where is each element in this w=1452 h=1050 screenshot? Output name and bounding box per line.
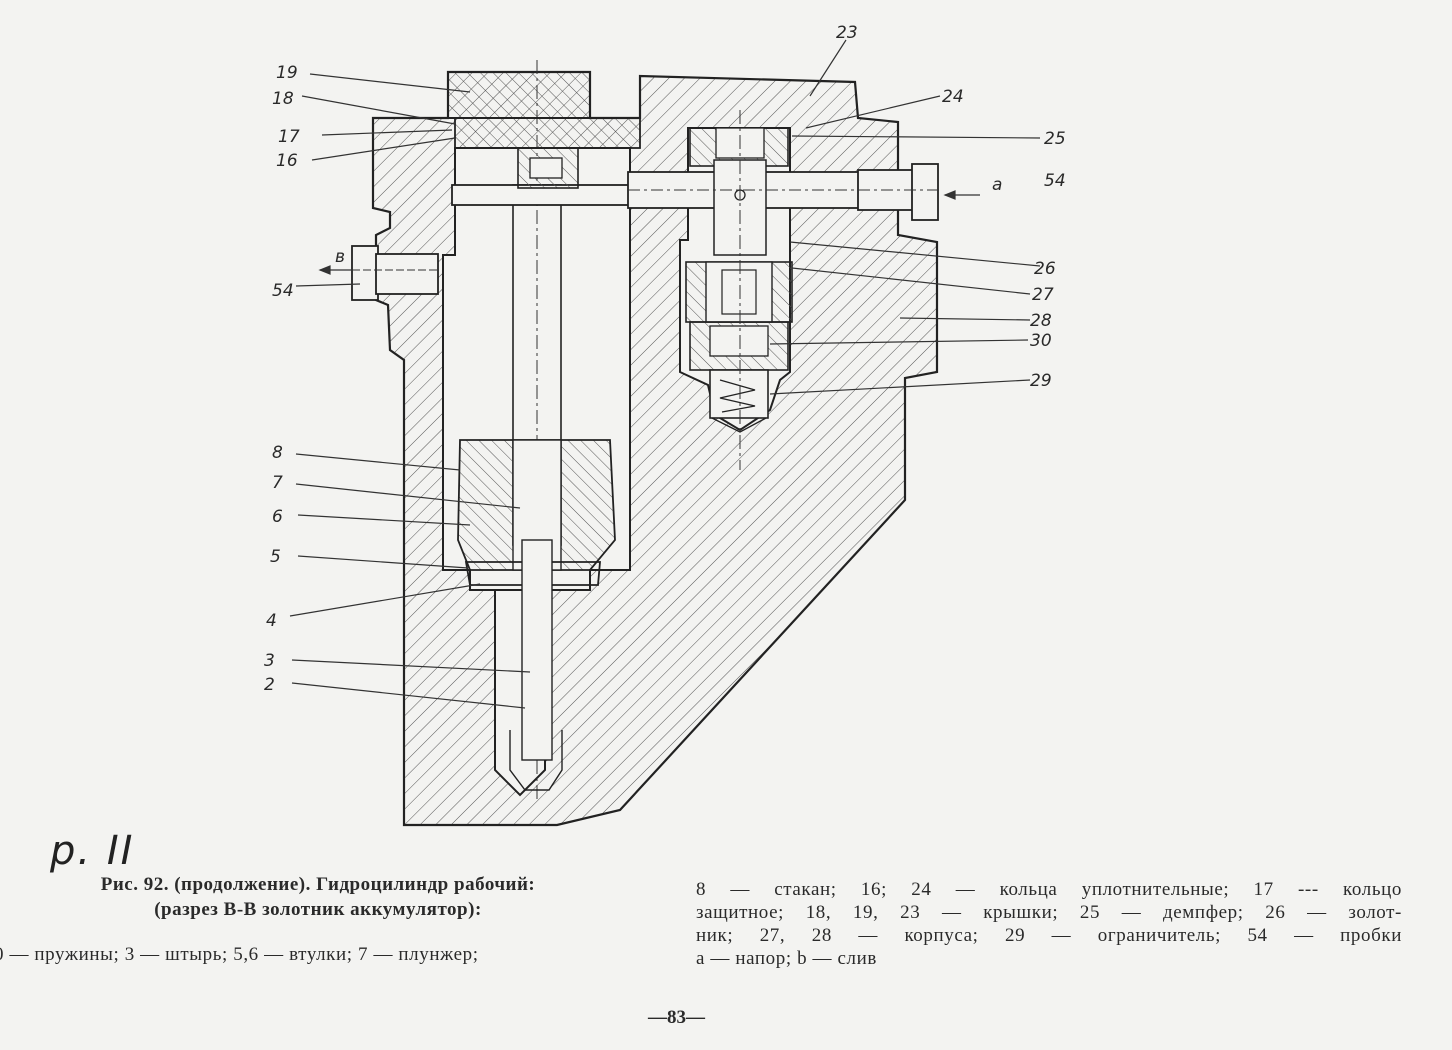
label-16: 16: [276, 151, 298, 171]
label-2: 2: [264, 675, 275, 695]
caption-legend-right: 8 — стакан; 16; 24 — кольца уплотнительн…: [696, 878, 1402, 970]
label-5: 5: [270, 547, 281, 567]
label-23: 23: [836, 23, 858, 43]
limiter: [709, 369, 769, 433]
label-26: 26: [1034, 259, 1056, 279]
label-27: 27: [1032, 285, 1054, 305]
left-plug: [351, 245, 439, 301]
label-17: 17: [278, 127, 300, 147]
label-28: 28: [1030, 311, 1052, 331]
label-29: 29: [1030, 371, 1052, 391]
legend-line-4: а — напор; b — слив: [696, 948, 877, 969]
label-a: а: [992, 175, 1002, 195]
label-b: в: [335, 247, 345, 267]
label-6: 6: [272, 507, 283, 527]
pin: [521, 539, 553, 761]
label-30: 30: [1030, 331, 1052, 351]
label-25: 25: [1044, 129, 1066, 149]
label-24: 24: [942, 87, 964, 107]
caption-legend-left: 0 — пружины; 3 — штырь; 5,6 — втулки; 7 …: [0, 944, 479, 965]
caption-title-line-2: (разрез В-В золотник аккумулятор):: [154, 899, 482, 920]
bushing-ring: [464, 561, 601, 586]
top-cover: [447, 71, 591, 119]
handwritten-page-note: p. II: [50, 828, 135, 874]
label-7: 7: [272, 473, 283, 493]
legend-line-2: защитное; 18, 19, 23 — крышки; 25 — демп…: [696, 902, 1402, 923]
label-8: 8: [272, 443, 283, 463]
page-number: —83—: [648, 1007, 705, 1028]
label-19: 19: [276, 63, 298, 83]
right-plug: [628, 163, 940, 221]
figure-caption-title: Рис. 92. (продолжение). Гидроцилиндр раб…: [18, 872, 618, 922]
label-54-right: 54: [1044, 171, 1066, 191]
legend-line-3: ник; 27, 28 — корпуса; 29 — ограничитель…: [696, 925, 1402, 946]
label-3: 3: [264, 651, 275, 671]
legend-line-1: 8 — стакан; 16; 24 — кольца уплотнительн…: [696, 879, 1402, 900]
caption-title-line-1: Рис. 92. (продолжение). Гидроцилиндр раб…: [100, 874, 536, 895]
label-4: 4: [266, 611, 277, 631]
label-54-left: 54: [272, 281, 294, 301]
label-18: 18: [272, 89, 294, 109]
